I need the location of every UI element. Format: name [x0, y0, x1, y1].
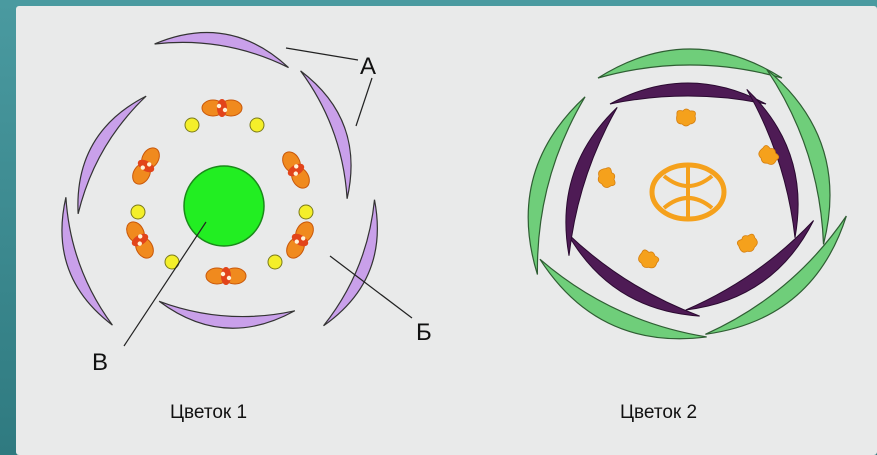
flower-2 — [508, 48, 866, 364]
flower-1 — [44, 21, 396, 335]
flower-2-ovary — [649, 162, 727, 222]
leader-line-v — [123, 221, 207, 347]
sepal — [597, 48, 783, 79]
petal-lower-right — [322, 199, 396, 335]
petal — [746, 82, 816, 239]
caption-flower-2: Цветок 2 — [620, 402, 697, 423]
label-b: Б — [416, 319, 432, 346]
leader-line-b — [329, 255, 413, 319]
yellow-dot — [130, 204, 146, 220]
sepal — [704, 215, 866, 358]
caption-flower-1: Цветок 1 — [170, 402, 247, 423]
leader-lines — [123, 47, 413, 347]
stamen — [277, 147, 315, 193]
label-v: В — [92, 349, 108, 376]
diagram-panel — [16, 6, 877, 455]
petal-lower-left — [44, 196, 114, 334]
petal-upper-right — [299, 62, 369, 200]
petal-bottom — [157, 300, 296, 334]
label-a: А — [360, 53, 376, 80]
ovary-lower-chamber — [662, 196, 714, 210]
stamen — [281, 217, 319, 263]
petal-upper-left — [58, 84, 147, 215]
yellow-dot — [184, 117, 200, 133]
leader-line-a-1 — [285, 47, 359, 61]
stamen — [205, 266, 247, 286]
ovary-outline — [649, 162, 727, 222]
flower-1-yellow-dots — [130, 117, 314, 270]
yellow-dot — [298, 204, 314, 220]
stamen — [201, 98, 243, 118]
petal — [609, 82, 767, 105]
ovary-upper-chamber — [662, 174, 714, 188]
small-stamen — [635, 247, 662, 273]
petal-top — [154, 21, 293, 69]
pistil-circle — [183, 165, 265, 247]
small-stamen — [734, 231, 761, 257]
small-stamen — [594, 165, 619, 191]
leader-line-a-2 — [355, 77, 373, 127]
stamen — [127, 143, 165, 189]
yellow-dot — [267, 254, 283, 270]
yellow-dot — [249, 117, 265, 133]
small-stamen — [676, 108, 696, 127]
stamen — [121, 217, 159, 263]
